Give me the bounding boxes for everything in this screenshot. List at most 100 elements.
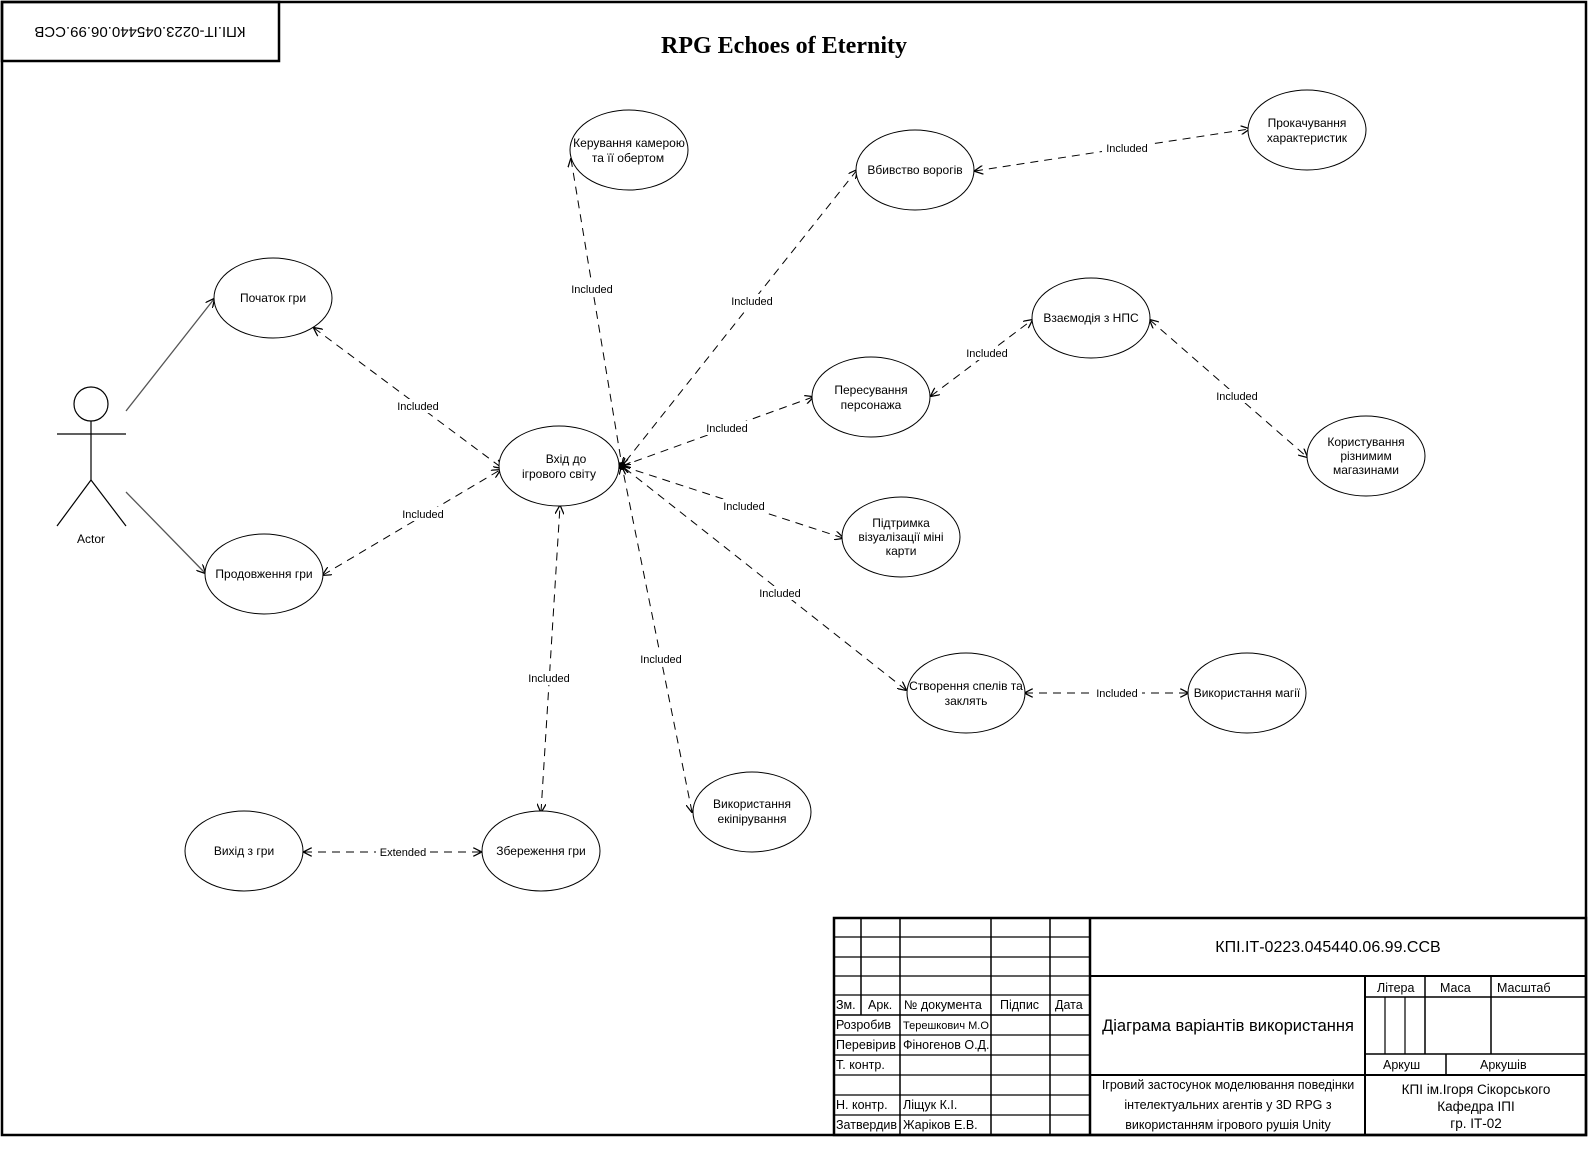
use-case-movement[interactable]: Пересування персонажа bbox=[811, 356, 931, 438]
tb-desc-line-3: використанням ігрового рушія Unity bbox=[1125, 1118, 1331, 1132]
diagram-title: RPG Echoes of Eternity bbox=[661, 33, 907, 59]
tb-org-line-1: КПІ ім.Ігоря Сікорського bbox=[1402, 1082, 1551, 1097]
label-exit-save: Extended bbox=[380, 847, 426, 859]
tb-name-developed: Терешкович М.О bbox=[903, 1020, 989, 1032]
use-case-exit-game[interactable]: Вихід з гри bbox=[184, 810, 304, 892]
actor-label: Actor bbox=[77, 532, 105, 546]
stamp-box bbox=[0, 0, 281, 63]
edge-save-enter bbox=[541, 506, 560, 812]
use-case-save-game[interactable]: Збереження гри bbox=[481, 810, 601, 892]
svg-text:характеристик: характеристик bbox=[1267, 131, 1348, 145]
use-case-minimap[interactable]: Підтримка візуалізації міні карти bbox=[841, 496, 961, 578]
label-npc-shops: Included bbox=[1216, 391, 1258, 403]
svg-text:екіпірування: екіпірування bbox=[718, 812, 787, 826]
label-kill-hub: Included bbox=[731, 296, 773, 308]
svg-text:та її обертом: та її обертом bbox=[592, 151, 664, 165]
use-case-enter-world[interactable]: Вхід до ігрового світу bbox=[498, 425, 620, 507]
svg-text:магазинами: магазинами bbox=[1333, 463, 1399, 477]
use-case-spells[interactable]: Створення спелів та заклять bbox=[906, 652, 1026, 734]
use-case-continue-game[interactable]: Продовження гри bbox=[204, 533, 324, 615]
tb-scale: Масштаб bbox=[1497, 981, 1550, 995]
svg-text:Вхід до: Вхід до bbox=[546, 452, 587, 466]
tb-col-sign: Підпис bbox=[1000, 998, 1039, 1012]
title-block: Зм. Арк. № документа Підпис Дата Розроби… bbox=[832, 916, 1588, 1137]
use-case-equipment[interactable]: Використання екіпірування bbox=[692, 771, 812, 853]
hub-point bbox=[618, 462, 626, 470]
tb-org-line-2: Кафедра ІПІ bbox=[1437, 1099, 1515, 1114]
svg-text:карти: карти bbox=[886, 544, 917, 558]
svg-text:Підтримка: Підтримка bbox=[872, 516, 930, 530]
tb-role-approved: Затвердив bbox=[836, 1118, 897, 1132]
label-save-enter: Included bbox=[528, 673, 570, 685]
tb-desc-line-2: інтелектуальних агентів у 3D RPG з bbox=[1124, 1098, 1331, 1112]
svg-text:різнимим: різнимим bbox=[1340, 449, 1391, 463]
tb-sheets: Аркушів bbox=[1480, 1058, 1527, 1072]
svg-text:Використання магії: Використання магії bbox=[1194, 686, 1301, 700]
edge-kill-leveling bbox=[975, 129, 1249, 171]
svg-text:Початок гри: Початок гри bbox=[240, 291, 306, 305]
label-move-npc: Included bbox=[966, 348, 1008, 360]
label-minimap-hub: Included bbox=[723, 501, 765, 513]
label-start-enter: Included bbox=[397, 401, 439, 413]
label-spells-hub: Included bbox=[759, 588, 801, 600]
svg-text:Вбивство ворогів: Вбивство ворогів bbox=[867, 163, 962, 177]
use-case-leveling[interactable]: Прокачування характеристик bbox=[1247, 89, 1367, 171]
svg-text:Керування камерою: Керування камерою bbox=[573, 136, 685, 150]
svg-text:Взаємодія з НПС: Взаємодія з НПС bbox=[1043, 311, 1139, 325]
svg-text:Пересування: Пересування bbox=[834, 383, 907, 397]
tb-doc-name: Діаграма варіантів використання bbox=[1102, 1017, 1354, 1035]
label-camera-hub: Included bbox=[571, 284, 613, 296]
svg-text:заклять: заклять bbox=[945, 694, 988, 708]
tb-desc-line-1: Ігровий застосунок моделювання поведінки bbox=[1102, 1078, 1354, 1092]
tb-litera: Літера bbox=[1377, 981, 1414, 995]
use-case-start-game[interactable]: Початок гри bbox=[213, 257, 333, 339]
svg-text:персонажа: персонажа bbox=[841, 398, 902, 412]
svg-text:Користування: Користування bbox=[1327, 435, 1404, 449]
svg-text:ігрового світу: ігрового світу bbox=[522, 467, 596, 481]
tb-role-developed: Розробив bbox=[836, 1018, 891, 1032]
tb-col-zm: Зм. bbox=[836, 998, 856, 1012]
svg-text:Вихід з гри: Вихід з гри bbox=[214, 844, 274, 858]
tb-mass: Маса bbox=[1440, 981, 1471, 995]
tb-sheet: Аркуш bbox=[1383, 1058, 1420, 1072]
tb-role-checked: Перевірив bbox=[836, 1038, 896, 1052]
label-spells-magic: Included bbox=[1096, 688, 1138, 700]
svg-text:Створення спелів та: Створення спелів та bbox=[909, 679, 1023, 693]
tb-name-n-control: Ліщук К.І. bbox=[903, 1098, 957, 1112]
svg-text:візуалізації міні: візуалізації міні bbox=[858, 530, 943, 544]
tb-col-date: Дата bbox=[1055, 998, 1083, 1012]
label-equipment-hub: Included bbox=[640, 654, 682, 666]
use-case-kill-enemies[interactable]: Вбивство ворогів bbox=[855, 129, 975, 211]
svg-text:Прокачування: Прокачування bbox=[1268, 116, 1347, 130]
tb-col-ark: Арк. bbox=[868, 998, 892, 1012]
stamp-code: КПІ.ІТ-0223.045440.06.99.ССВ bbox=[34, 23, 245, 40]
tb-col-doc-no: № документа bbox=[904, 998, 982, 1012]
tb-org-line-3: гр. ІТ-02 bbox=[1450, 1116, 1501, 1131]
label-kill-leveling: Included bbox=[1106, 143, 1148, 155]
assoc-actor-continue bbox=[125, 491, 205, 573]
edge-labels: Included Included Included Included Incl… bbox=[376, 141, 1262, 859]
use-case-camera-control[interactable]: Керування камерою та її обертом bbox=[569, 109, 689, 191]
label-move-hub: Included bbox=[706, 423, 748, 435]
use-case-magic-use[interactable]: Використання магії bbox=[1187, 652, 1307, 734]
edge-start-enter bbox=[314, 328, 502, 468]
tb-role-t-control: Т. контр. bbox=[836, 1058, 885, 1072]
actor[interactable]: Actor bbox=[56, 386, 127, 546]
label-continue-enter: Included bbox=[402, 509, 444, 521]
use-case-npc-interaction[interactable]: Взаємодія з НПС bbox=[1031, 277, 1151, 359]
edge-continue-enter bbox=[323, 470, 500, 575]
edge-camera-hub bbox=[571, 159, 622, 466]
edge-equipment-hub bbox=[622, 466, 692, 812]
svg-text:Збереження гри: Збереження гри bbox=[496, 844, 585, 858]
edge-npc-shops bbox=[1150, 320, 1307, 457]
svg-text:Продовження гри: Продовження гри bbox=[215, 567, 312, 581]
use-case-shops[interactable]: Користування різнимим магазинами bbox=[1306, 415, 1426, 497]
tb-name-approved: Жаріков Е.В. bbox=[903, 1118, 978, 1132]
tb-doc-code: КПІ.ІТ-0223.045440.06.99.ССВ bbox=[1215, 939, 1440, 956]
tb-name-checked: Фіногенов О.Д. bbox=[903, 1038, 989, 1052]
tb-role-n-control: Н. контр. bbox=[836, 1098, 888, 1112]
svg-text:Використання: Використання bbox=[713, 797, 791, 811]
assoc-actor-start bbox=[125, 299, 214, 412]
